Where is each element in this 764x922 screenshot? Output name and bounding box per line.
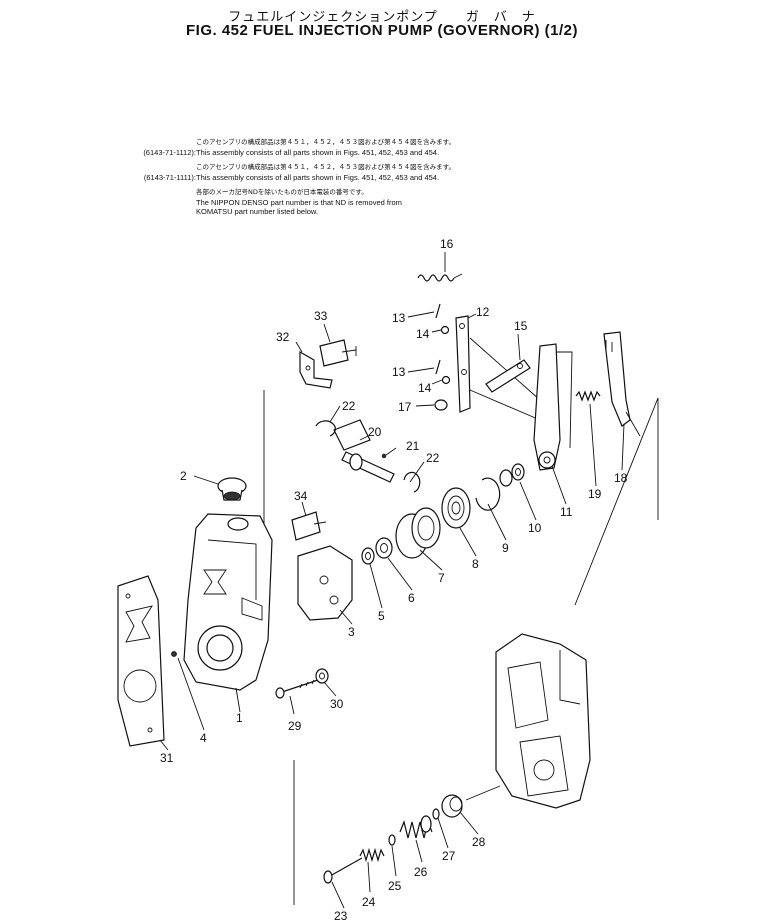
callout-11: 11 [560, 505, 573, 519]
part-2-plug [217, 477, 247, 501]
part-19-spring [575, 390, 601, 402]
part-3-weight-holder [297, 545, 353, 621]
assembly-boundary-line [574, 397, 659, 606]
part-6-collar [375, 537, 393, 559]
callout-29: 29 [288, 719, 302, 733]
note-1-part-code: (6143-71-1112): [143, 147, 196, 157]
note-1-text: This assembly consists of all parts show… [196, 147, 440, 157]
callout-26: 26 [414, 865, 428, 879]
callout-32: 32 [276, 330, 290, 344]
callout-21: 21 [406, 439, 420, 453]
part-15-link [469, 359, 541, 421]
callout-20: 20 [368, 425, 382, 439]
callout-16: 16 [440, 237, 454, 251]
callout-1: 1 [236, 711, 243, 725]
part-33-plate [319, 339, 357, 367]
callout-22: 22 [342, 399, 356, 413]
part-27-washer [432, 808, 440, 820]
part-22-snap-ring [315, 420, 336, 437]
part-22-snap-ring [403, 471, 421, 493]
callout-6: 6 [408, 591, 415, 605]
callout-19: 19 [588, 487, 602, 501]
nd-note-line-2: KOMATSU part number listed below. [196, 207, 318, 216]
pump-housing [495, 633, 591, 809]
part-13-pin [435, 359, 441, 375]
figure-title-japanese: フュエルインジェクションポンプ ガ バ ナ [228, 10, 536, 25]
part-10-washer [499, 463, 525, 487]
callout-25: 25 [388, 879, 402, 893]
nd-note-japanese: 各部のメーカ記号NDを除いたものが日本電装の番号です。 [196, 188, 368, 196]
part-13-pin [435, 303, 441, 319]
part-12-lever [455, 315, 541, 413]
part-34-plate [291, 511, 327, 541]
callout-4: 4 [200, 731, 207, 745]
callout-28: 28 [472, 835, 486, 849]
part-1-governor-housing [183, 513, 273, 691]
callout-34: 34 [294, 489, 308, 503]
part-28-plug [441, 785, 501, 818]
part-21-pin [381, 453, 387, 459]
callout-5: 5 [378, 609, 385, 623]
part-8-bearing [441, 487, 471, 529]
part-25-washer [388, 834, 396, 846]
callout-24: 24 [362, 895, 376, 909]
part-14-washer [441, 375, 451, 385]
callout-33: 33 [314, 309, 328, 323]
callout-30: 30 [330, 697, 344, 711]
callout-22: 22 [426, 451, 440, 465]
part-7-sleeve [395, 507, 441, 559]
note-1-japanese: このアセンブリの構成部品は第４５１，４５２，４５３図および第４５４図を含みます。 [196, 138, 456, 146]
part-4-pin [171, 651, 177, 657]
part-17-collar [434, 399, 448, 411]
callout-14: 14 [418, 381, 432, 395]
callout-14: 14 [416, 327, 430, 341]
callout-9: 9 [502, 541, 509, 555]
callout-15: 15 [514, 319, 528, 333]
part-32-bracket [299, 350, 333, 389]
note-2-part-code: (6143-71-1111): [143, 172, 196, 182]
part-11-lever [533, 343, 573, 471]
callout-2: 2 [180, 469, 187, 483]
callout-13: 13 [392, 365, 406, 379]
callout-23: 23 [334, 909, 348, 922]
part-20-shaft [333, 419, 395, 483]
callout-10: 10 [528, 521, 542, 535]
note-2-japanese: このアセンブリの構成部品は第４５１，４５２，４５３図および第４５４図を含みます。 [196, 163, 456, 171]
nd-note-line-1: The NIPPON DENSO part number is that ND … [196, 197, 402, 207]
callout-12: 12 [476, 305, 490, 319]
callout-17: 17 [398, 400, 412, 414]
part-31-gasket [117, 575, 165, 747]
part-30-nut [315, 668, 329, 684]
part-18-arm [603, 331, 641, 437]
figure-title: FIG. 452 FUEL INJECTION PUMP (GOVERNOR) … [185, 22, 578, 39]
callout-7: 7 [438, 571, 445, 585]
callout-27: 27 [442, 849, 456, 863]
callout-31: 31 [160, 751, 174, 765]
assembly-notes: このアセンブリの構成部品は第４５１，４５２，４５３図および第４５４図を含みます。… [116, 138, 576, 217]
callout-18: 18 [614, 471, 628, 485]
part-9-snap-ring [475, 477, 501, 511]
part-24-spring [359, 847, 385, 863]
part-26-spring [399, 815, 433, 839]
part-14-washer [440, 325, 450, 335]
part-5-washer [361, 547, 375, 565]
leader-lines [159, 252, 625, 909]
callout-13: 13 [392, 311, 406, 325]
note-2-text: This assembly consists of all parts show… [196, 172, 440, 182]
part-23-bolt [323, 857, 363, 884]
callout-8: 8 [472, 557, 479, 571]
callout-3: 3 [348, 625, 355, 639]
part-16-spring [417, 273, 463, 282]
part-29-bolt [275, 679, 319, 699]
